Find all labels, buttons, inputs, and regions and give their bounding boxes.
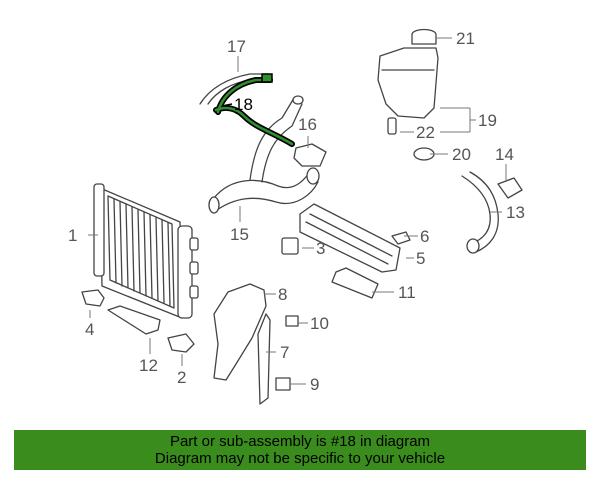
sensor-part-22 [387,117,397,135]
housing-part-16 [293,143,327,167]
bracket-part-14 [497,177,523,199]
tank-part-19 [377,47,439,119]
hose-part-13 [461,175,491,245]
callout-15: 15 [230,225,249,244]
hose-part-17 [199,73,269,105]
callout-20: 20 [452,145,471,164]
notice-line-2: Diagram may not be specific to your vehi… [154,450,446,467]
callout-10: 10 [310,314,329,333]
cap-part-21 [411,28,437,45]
callout-11: 11 [398,283,416,302]
leader-18 [221,103,233,107]
bolt-part-10 [285,315,299,327]
callout-22: 22 [416,123,435,142]
part-notice-banner: Part or sub-assembly is #18 in diagram D… [14,430,586,470]
callout-13: 13 [506,203,525,222]
callout-21: 21 [456,29,475,48]
callout-8: 8 [278,285,287,304]
radiator [93,183,199,319]
callout-16: 16 [298,115,317,134]
callout-1: 1 [68,226,77,245]
callout-6: 6 [420,227,429,246]
sensor-part-3 [281,237,299,255]
callout-19: 19 [478,111,497,130]
callout-3: 3 [316,239,325,258]
bracket-part-4 [81,289,105,307]
callout-9: 9 [310,375,319,394]
bracket-part-2 [167,333,195,353]
callout-17: 17 [227,37,246,56]
parts-diagram: 1 2 3 4 5 6 7 8 9 10 11 12 13 14 15 16 1… [68,28,525,405]
callout-18: 18 [234,95,253,114]
hose-part-18-highlighted [213,73,295,147]
callout-5: 5 [416,249,425,268]
seal-part-12 [107,305,161,335]
callout-12: 12 [139,356,158,375]
callout-14: 14 [495,145,514,164]
cover-part-11 [331,267,379,299]
notice-line-1: Part or sub-assembly is #18 in diagram [169,433,431,450]
callout-7: 7 [280,343,289,362]
callout-2: 2 [177,368,186,387]
callout-4: 4 [85,320,94,339]
bolt-part-9 [275,377,291,391]
hose-part-15 [213,171,311,199]
strip-part-7 [257,313,271,405]
deflector-part-8 [213,283,267,381]
clip-part-6 [391,231,411,245]
